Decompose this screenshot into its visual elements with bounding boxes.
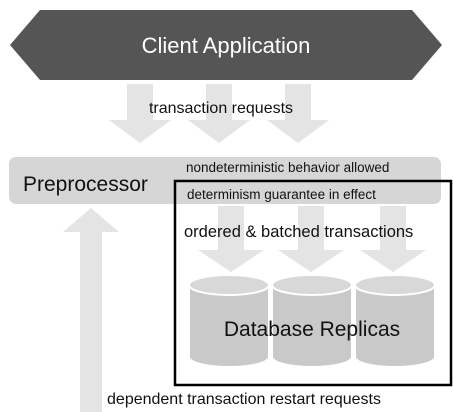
restart-requests-label: dependent transaction restart requests: [107, 391, 381, 408]
client-application-label: Client Application: [142, 33, 311, 58]
replica-cylinder-1-top: [188, 274, 270, 296]
ordered-arrow-right: [360, 206, 426, 272]
ordered-arrow-left: [198, 206, 264, 272]
database-replicas-label: Database Replicas: [224, 318, 400, 341]
request-arrows: [109, 84, 329, 143]
replica-cylinder-2-top: [271, 274, 353, 296]
replica-cylinder-3-top: [354, 274, 436, 296]
client-application-banner: [10, 10, 442, 80]
nondeterministic-note: nondeterministic behavior allowed: [186, 160, 389, 175]
request-arrow-left: [109, 84, 171, 143]
ordered-batched-label: ordered & batched transactions: [184, 223, 413, 241]
database-replicas: [188, 274, 436, 368]
ordered-arrows: [198, 206, 426, 272]
request-arrow-right: [267, 84, 329, 143]
determinism-guarantee-label: determinism guarantee in effect: [187, 187, 376, 202]
request-arrow-middle: [188, 84, 250, 143]
determinism-region-border: [173, 179, 453, 387]
restart-arrow-up: [63, 208, 119, 412]
transaction-requests-label: transaction requests: [149, 100, 293, 117]
ordered-arrow-middle: [278, 206, 344, 272]
preprocessor-label: Preprocessor: [23, 173, 148, 196]
